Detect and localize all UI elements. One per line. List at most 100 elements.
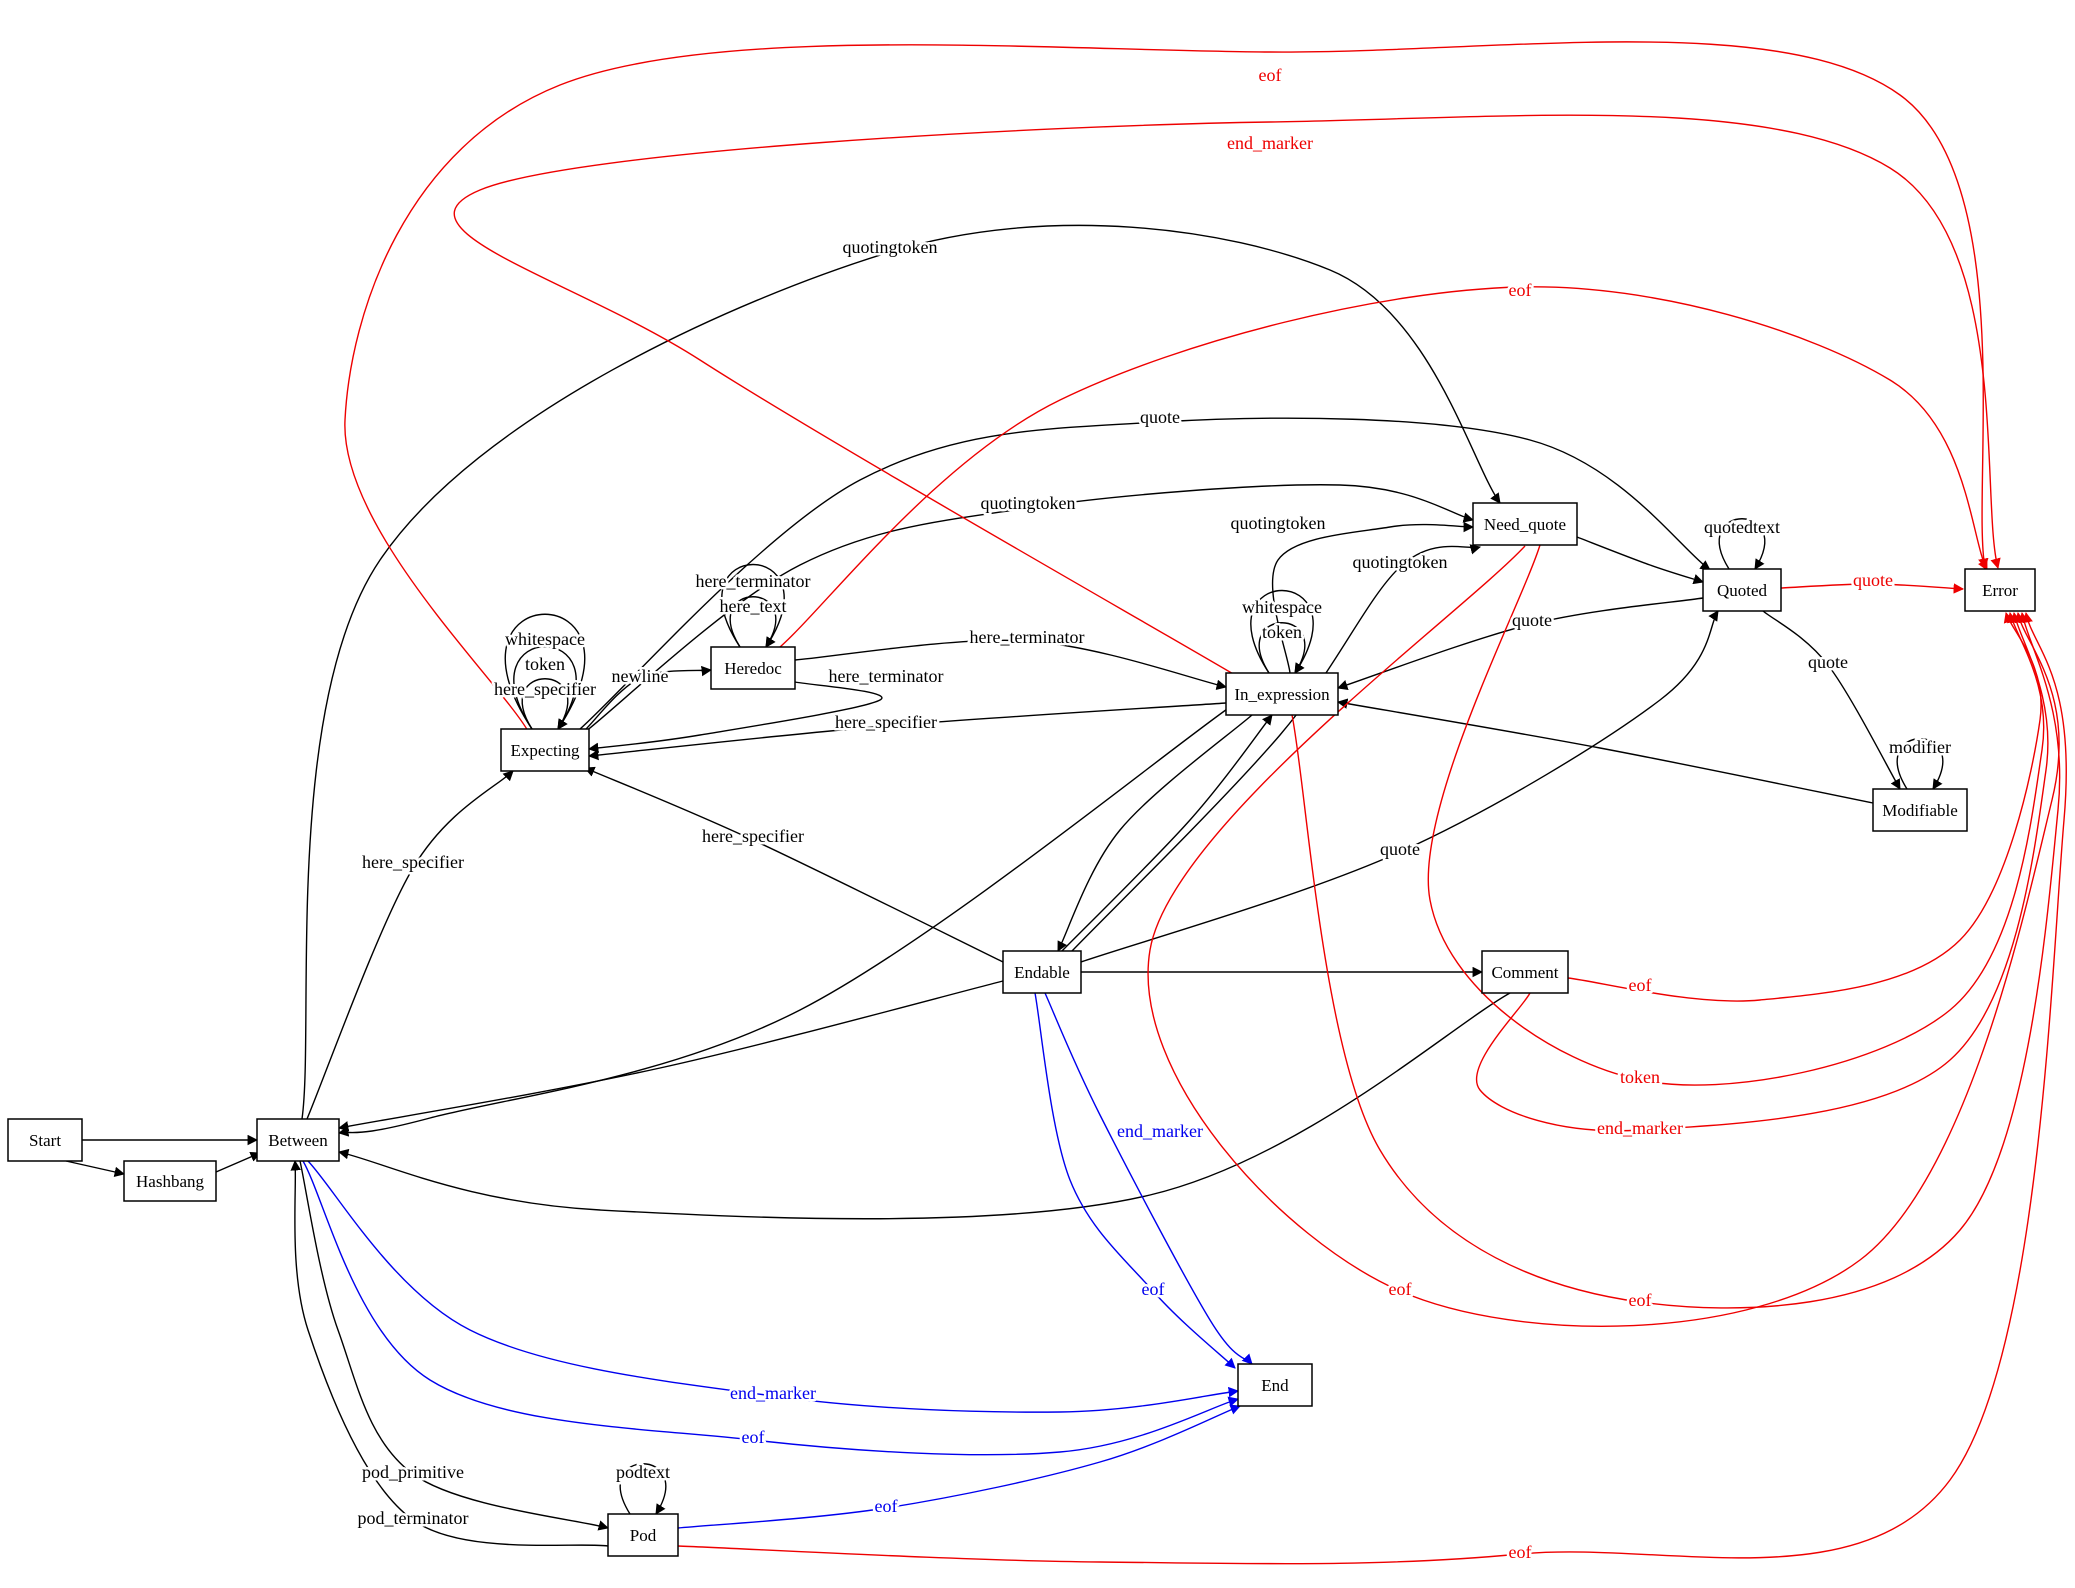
edge-label-quotingtoken: quotingtoken — [981, 493, 1076, 513]
edge-expecting-to-heredoc-newline — [585, 665, 713, 730]
node-heredoc — [710, 646, 796, 690]
node-label-end: End — [1261, 1376, 1289, 1395]
edge-between-to-end-end_marker — [307, 1160, 1240, 1413]
edge-comment-to-between — [337, 992, 1511, 1220]
node-expecting — [500, 728, 590, 772]
edge-endable-to-expecting-here_specifier — [584, 766, 1004, 963]
edge-label-token: token — [1620, 1067, 1660, 1087]
node-label-endable: Endable — [1014, 963, 1070, 982]
node-start — [7, 1118, 83, 1162]
self-loop-expecting — [521, 678, 569, 730]
nodes-layer: StartHashbangBetweenExpectingHeredocIn_e… — [7, 502, 2036, 1557]
edge-expecting-to-error-eof — [344, 41, 1989, 732]
node-end — [1237, 1363, 1313, 1407]
edge-label-end_marker: end_marker — [1597, 1118, 1683, 1138]
node-pod — [607, 1513, 679, 1557]
node-label-comment: Comment — [1491, 963, 1558, 982]
edge-label-quote: quote — [1512, 610, 1552, 630]
edge-in_expression-to-endable — [1057, 714, 1253, 952]
edge-label-pod_terminator: pod_terminator — [358, 1508, 469, 1528]
edge-hashbang-to-between — [215, 1151, 261, 1173]
edge-pod-to-end-eof — [677, 1404, 1241, 1529]
edge-label-eof: eof — [1389, 1279, 1412, 1299]
node-label-modifiable: Modifiable — [1882, 801, 1958, 820]
self-loop-heredoc — [729, 596, 777, 648]
edge-heredoc-to-in_expression-here_terminator — [794, 639, 1228, 690]
edge-label-eof: eof — [1629, 1290, 1652, 1310]
edge-pod-to-error-eof — [677, 611, 2067, 1565]
edge-between-to-end-eof — [302, 1160, 1240, 1456]
edge-comment-to-error-end_marker — [1476, 611, 2049, 1132]
edge-modifiable-to-in_expression — [1336, 698, 1874, 804]
node-modifiable — [1872, 788, 1968, 832]
edge-label-eof: eof — [1142, 1279, 1165, 1299]
edge-label-eof: eof — [875, 1496, 898, 1516]
edge-endable-to-end-eof — [1034, 992, 1236, 1369]
node-label-start: Start — [29, 1131, 61, 1150]
edge-label-here_terminator: here_terminator — [829, 666, 944, 686]
edge-label-eof: eof — [742, 1427, 765, 1447]
edge-label-here_specifier: here_specifier — [362, 852, 464, 872]
edge-need_quote-to-error-token — [1427, 544, 2045, 1086]
edge-between-to-need_quote-quotingtoken — [301, 224, 1501, 1120]
edge-label-end_marker: end_marker — [1227, 133, 1313, 153]
self-loop-heredoc — [721, 563, 785, 648]
edge-in_expression-to-error-eof — [1291, 611, 2061, 1309]
self-loop-label-token: token — [525, 654, 565, 674]
edge-pod-to-between-pod_terminator — [290, 1159, 609, 1547]
self-loop-in_expression — [1250, 589, 1314, 674]
edge-heredoc-to-error-eof — [779, 286, 1988, 648]
node-error — [1964, 568, 2036, 612]
edge-label-eof: eof — [1629, 975, 1652, 995]
self-loop-label-here_text: here_text — [720, 596, 787, 616]
edges-layer — [65, 41, 2067, 1565]
edge-label-here_terminator: here_terminator — [970, 627, 1085, 647]
edge-in_expression-to-expecting-here_specifier — [587, 702, 1227, 761]
edge-quoted-to-modifiable-quote — [1762, 610, 1901, 790]
edge-endable-to-in_expression — [1061, 714, 1273, 952]
node-label-error: Error — [1982, 581, 2018, 600]
self-loop-label-modifier: modifier — [1889, 737, 1951, 757]
edge-endable-to-quoted-quote — [1080, 610, 1719, 963]
self-loop-label-whitespace: whitespace — [505, 629, 585, 649]
node-label-quoted: Quoted — [1717, 581, 1768, 600]
self-loops-layer — [504, 518, 1944, 1515]
node-hashbang — [123, 1160, 217, 1202]
edge-label-end_marker: end_marker — [1117, 1121, 1203, 1141]
edge-between-to-expecting-here_specifier — [306, 770, 514, 1120]
edge-label-quote: quote — [1808, 652, 1848, 672]
edge-in_expression-to-between — [337, 706, 1231, 1137]
node-quoted — [1702, 568, 1782, 612]
node-endable — [1002, 950, 1082, 994]
self-loop-quoted — [1718, 518, 1766, 570]
edge-label-quotingtoken: quotingtoken — [1231, 513, 1326, 533]
edge-label-eof: eof — [1509, 280, 1532, 300]
node-need_quote — [1472, 502, 1578, 546]
self-loop-label-quotedtext: quotedtext — [1704, 517, 1780, 537]
self-loop-label-podtext: podtext — [616, 1462, 670, 1482]
node-label-heredoc: Heredoc — [724, 659, 782, 678]
self-loop-expecting — [513, 645, 577, 730]
self-loop-label-here_terminator: here_terminator — [696, 571, 811, 591]
edge-label-quote: quote — [1853, 570, 1893, 590]
edge-between-to-pod-pod_primitive — [299, 1160, 610, 1531]
self-loop-expecting — [504, 613, 586, 730]
edge-label-quote: quote — [1140, 407, 1180, 427]
self-loop-pod — [619, 1463, 667, 1515]
edge-comment-to-error-eof — [1567, 611, 2042, 1002]
edge-need_quote-to-error-eof — [1147, 545, 2060, 1327]
node-label-hashbang: Hashbang — [136, 1172, 204, 1191]
self-loop-label-whitespace: whitespace — [1242, 597, 1322, 617]
self-loop-label-here_specifier: here_specifier — [494, 679, 596, 699]
edge-start-to-hashbang — [65, 1160, 126, 1178]
edge-label-eof: eof — [1259, 65, 1282, 85]
edge-label-newline: newline — [612, 666, 669, 686]
edge-in_expression-to-need_quote-quotingtoken — [1271, 521, 1475, 674]
edge-label-quotingtoken: quotingtoken — [1353, 552, 1448, 572]
edge-label-here_specifier: here_specifier — [702, 826, 804, 846]
edge-need_quote-to-quoted — [1576, 536, 1704, 585]
self-loop-modifiable — [1896, 738, 1944, 790]
edge-endable-to-between — [337, 980, 1004, 1132]
